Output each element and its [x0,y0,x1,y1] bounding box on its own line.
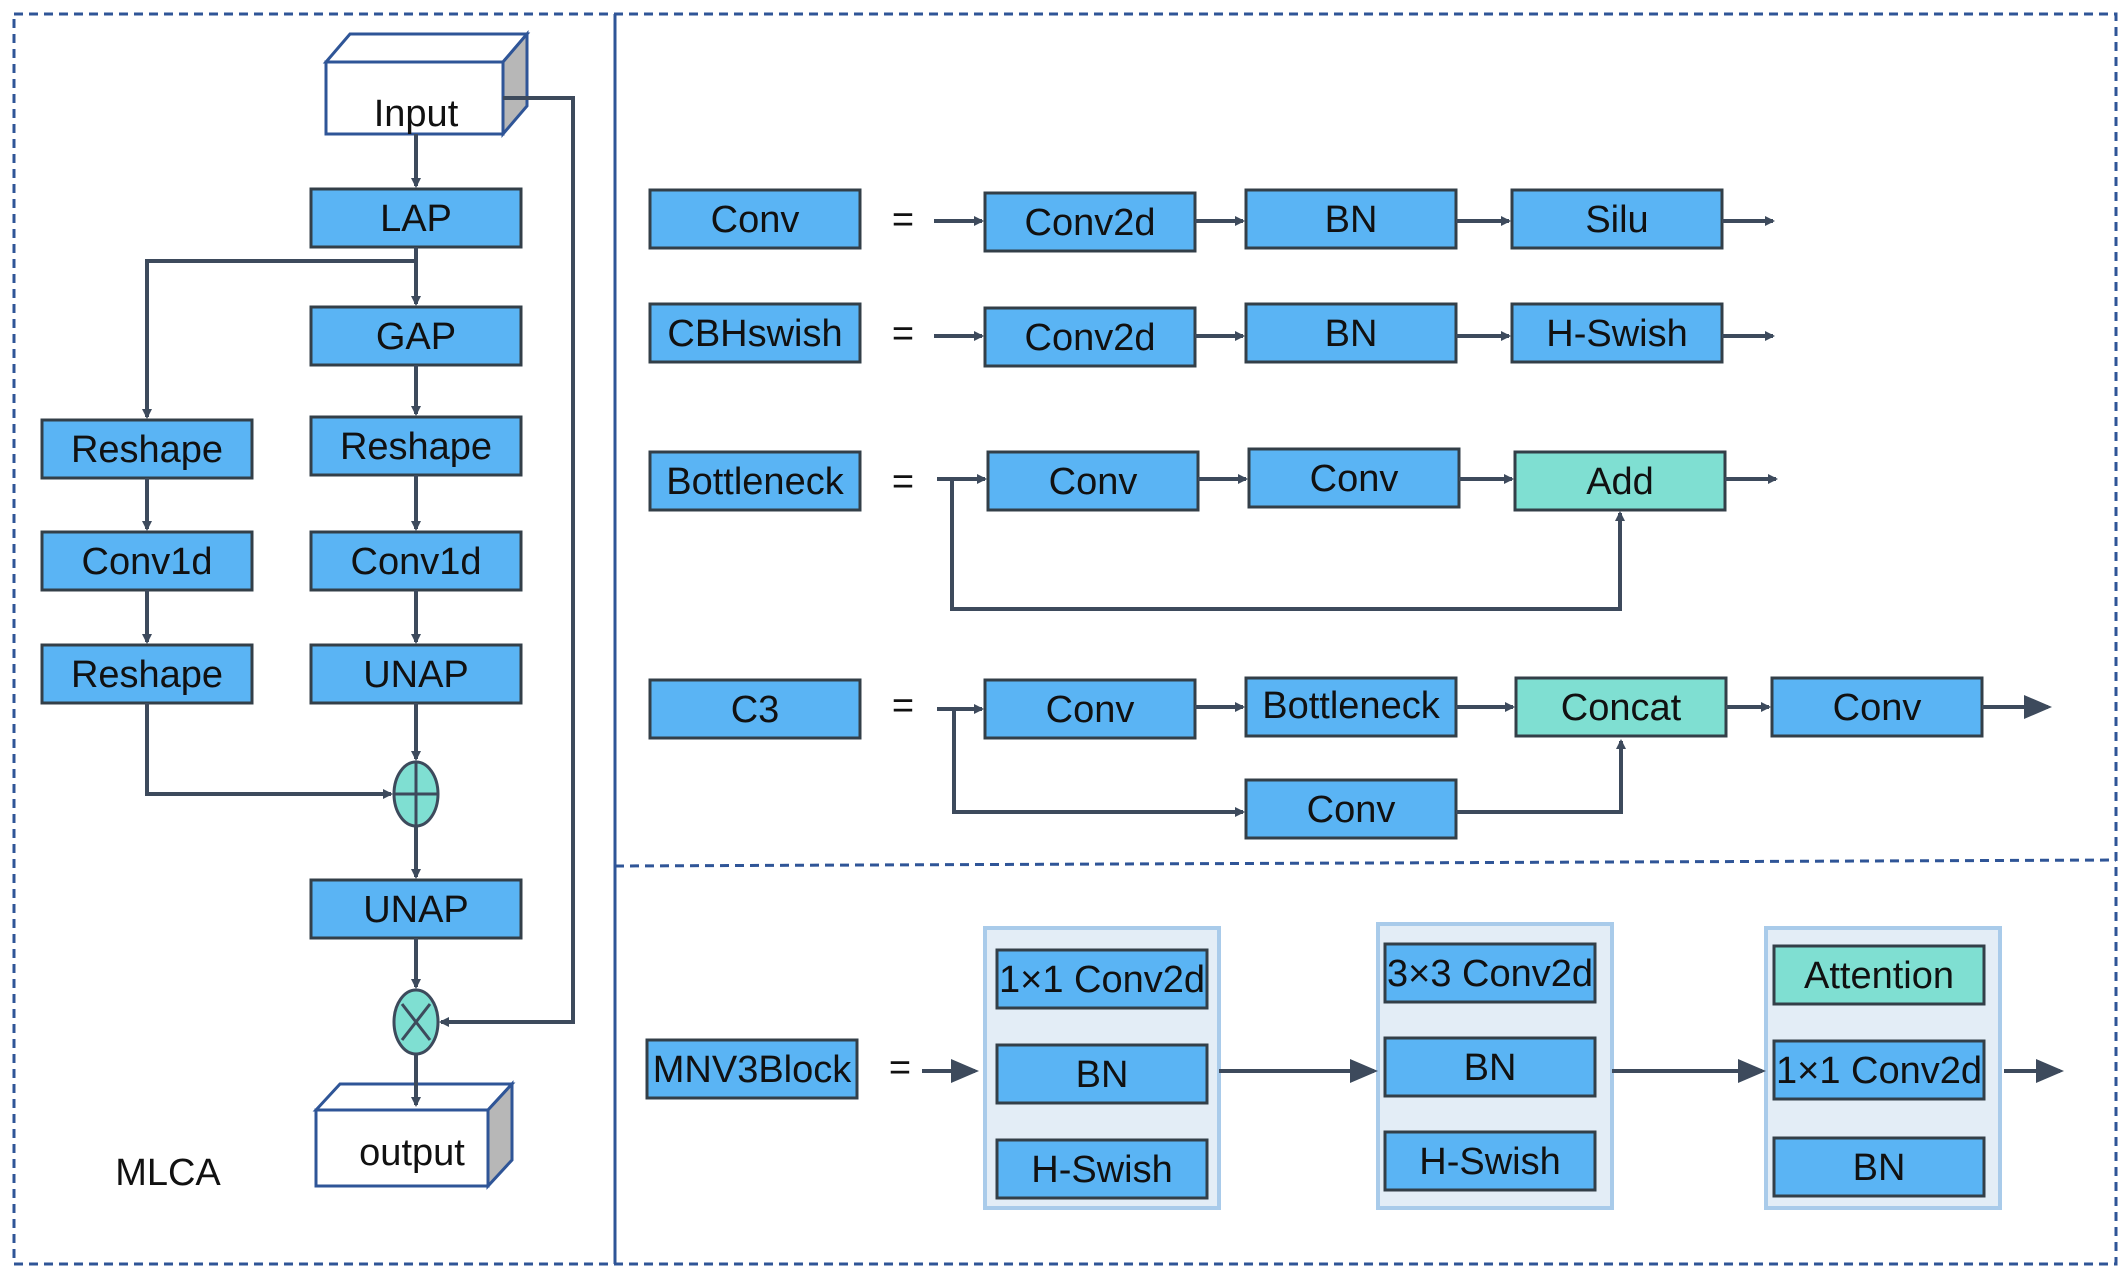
mlca-arrows [142,96,575,1107]
def-conv-step-2-label: BN [1325,199,1378,241]
output-node: output [312,1080,516,1190]
block-right-reshape-label: Reshape [340,426,492,468]
circle-plus-icon [392,760,440,828]
def-conv-step-1-label: Conv2d [1025,202,1156,244]
def-c3-step-1-label: Conv [1046,689,1135,731]
block-right-unap: UNAP [309,643,523,705]
mnv3block-eq: = [889,1047,911,1089]
output-label: output [359,1132,465,1174]
def-cbhswish-step-1-label: Conv2d [1025,317,1156,359]
def-cbhswish-step-3 [1510,302,1724,364]
def-conv-row: Conv = Conv2d BN Silu [648,188,1775,253]
def-c3-name-box [648,678,862,740]
mnv3-group-1-item-2: BN [1076,1054,1129,1096]
def-cbhswish-name-box [648,302,862,364]
block-left-reshape-1: Reshape [40,418,254,480]
input-node: Input [322,29,531,139]
def-conv-step-3-label: Silu [1585,199,1648,241]
block-left-reshape-2-label: Reshape [71,654,223,696]
def-cbhswish-step-2 [1244,302,1458,364]
def-bottleneck-step-3-label: Add [1586,461,1654,503]
mnv3-group-2: 3×3 Conv2d BN H-Swish [1376,922,1614,1210]
mnv3-group-3-item-1: Attention [1804,955,1954,997]
def-bottleneck-name: Bottleneck [666,461,844,503]
block-left-conv1d: Conv1d [40,530,254,592]
block-left-reshape-2: Reshape [40,643,254,705]
panel-borders [12,12,2118,1266]
def-bottleneck-name-box [648,450,862,512]
mnv3-group-3-item-2: 1×1 Conv2d [1776,1050,1982,1092]
def-conv-eq: = [892,199,914,241]
def-cbhswish-step-2-label: BN [1325,313,1378,355]
mlca-caption: MLCA [115,1152,221,1194]
block-lap-label: LAP [380,198,452,240]
def-cbhswish-eq: = [892,313,914,355]
block-right-conv1d-label: Conv1d [351,541,482,583]
def-c3-eq: = [892,685,914,727]
def-c3-row: C3 = Conv Bottleneck Concat Conv Conv [648,676,2052,840]
def-c3-step-3-label: Concat [1561,687,1682,729]
block-gap: GAP [309,305,523,367]
mnv3block-panel: MNV3Block = 1×1 Conv2d BN H-Swish 3×3 Co… [645,922,2064,1210]
def-bottleneck-step-2-label: Conv [1310,458,1399,500]
def-c3-step-4 [1770,676,1984,738]
def-cbhswish-step-1 [983,306,1197,368]
mnv3-group-2-item-3: H-Swish [1419,1141,1560,1183]
mnv3-group-2-item-1: 3×3 Conv2d [1387,953,1593,995]
block-right-reshape: Reshape [309,415,523,477]
block-unap: UNAP [309,878,523,940]
def-cbhswish-step-3-label: H-Swish [1546,313,1687,355]
block-lap: LAP [309,187,523,249]
def-c3-name: C3 [731,689,780,731]
mnv3-group-3: Attention 1×1 Conv2d BN [1764,926,2002,1210]
mnv3-group-1-item-3: H-Swish [1031,1149,1172,1191]
circle-times-icon [392,988,440,1056]
def-bottleneck-step-2 [1247,447,1461,509]
def-bottleneck-step-1 [986,450,1200,512]
mnv3-group-2-item-2: BN [1464,1047,1517,1089]
def-bottleneck-step-1-label: Conv [1049,461,1138,503]
def-bottleneck-eq: = [892,461,914,503]
def-conv-name-box [648,188,862,250]
block-gap-label: GAP [376,316,456,358]
right-panel-divider [614,858,2117,868]
mlca-panel: Input output LAP GAP Reshape Reshape [40,29,575,1194]
block-unap-label: UNAP [363,889,469,931]
mnv3-group-1: 1×1 Conv2d BN H-Swish [983,926,1221,1210]
def-conv-step-3 [1510,188,1724,250]
def-c3-step-2-label: Bottleneck [1262,685,1440,727]
mnv3block-name-box [645,1038,859,1100]
def-c3-branch [1244,778,1458,840]
def-conv-step-2 [1244,188,1458,250]
def-bottleneck-step-3 [1513,450,1727,512]
outer-border [12,12,2118,1266]
def-bottleneck-row: Bottleneck = Conv Conv Add [648,447,1778,611]
def-c3-step-4-label: Conv [1833,687,1922,729]
def-c3-branch-label: Conv [1307,789,1396,831]
def-c3-step-1 [983,678,1197,740]
mnv3-group-3-item-3: BN [1853,1147,1906,1189]
mnv3-group-1-item-1: 1×1 Conv2d [999,959,1205,1001]
input-label: Input [374,93,459,135]
block-left-conv1d-label: Conv1d [82,541,213,583]
block-right-conv1d: Conv1d [309,530,523,592]
def-conv-name: Conv [711,199,800,241]
def-cbhswish-name: CBHswish [667,313,842,355]
block-right-unap-label: UNAP [363,654,469,696]
def-cbhswish-row: CBHswish = Conv2d BN H-Swish [648,302,1775,368]
definitions-panel: Conv = Conv2d BN Silu CBHswish = Conv2d … [648,188,2052,840]
def-c3-step-3 [1514,676,1728,738]
def-conv-step-1 [983,191,1197,253]
mnv3block-name: MNV3Block [653,1049,852,1091]
block-left-reshape-1-label: Reshape [71,429,223,471]
